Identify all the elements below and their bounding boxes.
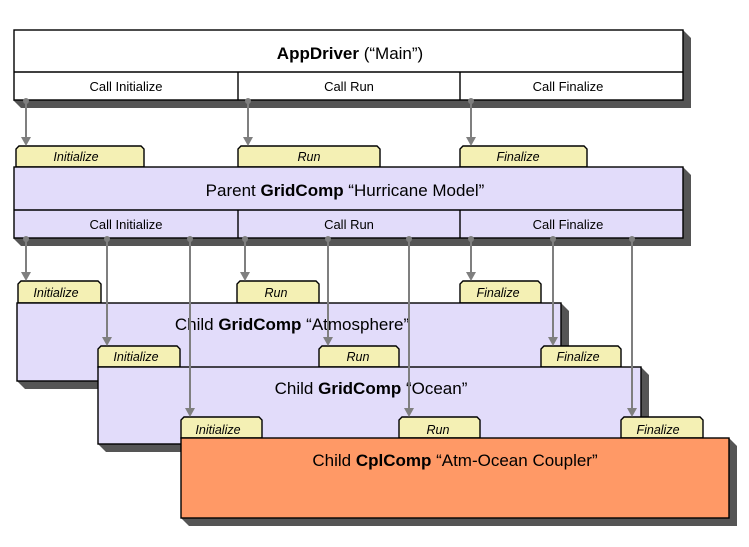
appdriver-title: AppDriver (“Main”) [277, 44, 423, 63]
atmosphere-tab-run: Run [236, 280, 320, 304]
parent-name: “Hurricane Model” [344, 181, 485, 200]
parent-type: GridComp [260, 181, 343, 200]
coupler-tab-run: Run [398, 416, 481, 439]
coupler-tab-initialize-label: Initialize [195, 423, 240, 437]
parent-tab-initialize: Initialize [15, 145, 145, 168]
parent-call-finalize: Call Finalize [533, 217, 604, 232]
ocean-tab-initialize: Initialize [97, 345, 181, 368]
parent-tab-run-label: Run [298, 150, 321, 164]
ocean-title: Child GridComp “Ocean” [275, 379, 468, 398]
appdriver-call-initialize: Call Initialize [90, 79, 163, 94]
call-arrows [21, 98, 637, 417]
coupler-type: CplComp [356, 451, 432, 470]
coupler-name: “Atm-Ocean Coupler” [431, 451, 598, 470]
atmosphere-tab-finalize: Finalize [459, 280, 542, 304]
ocean-tab-initialize-label: Initialize [113, 350, 158, 364]
atmosphere-name: “Atmosphere” [301, 315, 409, 334]
parent-tab-finalize: Finalize [459, 145, 588, 168]
parent-tab-initialize-label: Initialize [53, 150, 98, 164]
coupler-title: Child CplComp “Atm-Ocean Coupler” [312, 451, 598, 470]
atmosphere-tab-finalize-label: Finalize [476, 286, 519, 300]
ocean-name: “Ocean” [401, 379, 467, 398]
appdriver-label: (“Main”) [359, 44, 423, 63]
parent-gridcomp-box: Initialize Run Finalize Parent GridComp … [13, 145, 691, 246]
atmosphere-tab-initialize: Initialize [17, 280, 102, 304]
ocean-tab-run-label: Run [347, 350, 370, 364]
parent-tab-finalize-label: Finalize [496, 150, 539, 164]
coupler-tab-initialize: Initialize [180, 416, 263, 439]
coupler-cplcomp-box: Initialize Run Finalize Child CplComp “A… [180, 416, 737, 526]
appdriver-call-run: Call Run [324, 79, 374, 94]
atmosphere-prefix: Child [175, 315, 218, 334]
ocean-tab-finalize-label: Finalize [556, 350, 599, 364]
coupler-tab-finalize: Finalize [620, 416, 704, 439]
parent-prefix: Parent [206, 181, 261, 200]
appdriver-panel [13, 29, 684, 101]
coupler-tab-run-label: Run [427, 423, 450, 437]
parent-tab-run: Run [237, 145, 381, 168]
ocean-prefix: Child [275, 379, 318, 398]
parent-title: Parent GridComp “Hurricane Model” [206, 181, 485, 200]
parent-call-initialize: Call Initialize [90, 217, 163, 232]
ocean-tab-finalize: Finalize [540, 345, 622, 368]
ocean-type: GridComp [318, 379, 401, 398]
parent-call-run: Call Run [324, 217, 374, 232]
atmosphere-tab-run-label: Run [265, 286, 288, 300]
coupler-prefix: Child [312, 451, 355, 470]
appdriver-name: AppDriver [277, 44, 360, 63]
atmosphere-title: Child GridComp “Atmosphere” [175, 315, 410, 334]
ocean-tab-run: Run [318, 345, 400, 368]
appdriver-call-finalize: Call Finalize [533, 79, 604, 94]
atmosphere-tab-initialize-label: Initialize [33, 286, 78, 300]
atmosphere-type: GridComp [218, 315, 301, 334]
coupler-tab-finalize-label: Finalize [636, 423, 679, 437]
appdriver-box: AppDriver (“Main”) Call Initialize Call … [13, 29, 691, 108]
